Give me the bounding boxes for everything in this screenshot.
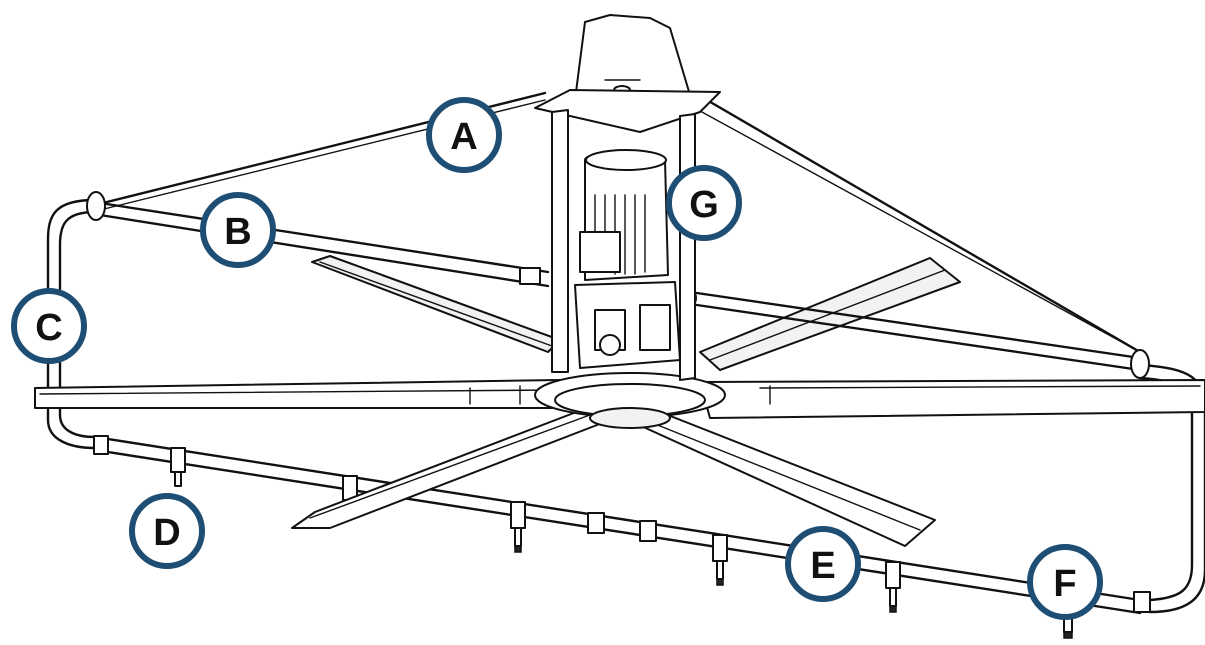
motor-frame xyxy=(534,14,721,381)
svg-text:E: E xyxy=(810,545,835,587)
support-rod-b xyxy=(98,201,550,288)
fan-blade-left xyxy=(34,379,561,409)
guy-wire-right-2 xyxy=(679,99,1141,353)
callout-f: F xyxy=(1027,544,1103,620)
fan-blade-back-right xyxy=(699,257,961,371)
motor xyxy=(574,149,681,369)
svg-text:D: D xyxy=(153,512,180,554)
callout-b: B xyxy=(200,192,276,268)
callout-g: G xyxy=(666,165,742,241)
nozzle-clamps xyxy=(170,447,1073,639)
svg-text:C: C xyxy=(35,307,62,349)
svg-text:F: F xyxy=(1053,563,1076,605)
guy-wire-right xyxy=(698,94,1147,357)
callout-e: E xyxy=(785,526,861,602)
callout-a: A xyxy=(426,97,502,173)
fan-blade-right xyxy=(699,379,1205,419)
perimeter-tube xyxy=(46,191,1205,615)
callout-d: D xyxy=(129,493,205,569)
fan-blade-front-right xyxy=(627,407,936,547)
svg-text:A: A xyxy=(450,116,477,158)
callout-c: C xyxy=(11,288,87,364)
svg-text:G: G xyxy=(689,184,719,226)
fan-hub xyxy=(534,372,726,429)
svg-text:B: B xyxy=(224,211,251,253)
